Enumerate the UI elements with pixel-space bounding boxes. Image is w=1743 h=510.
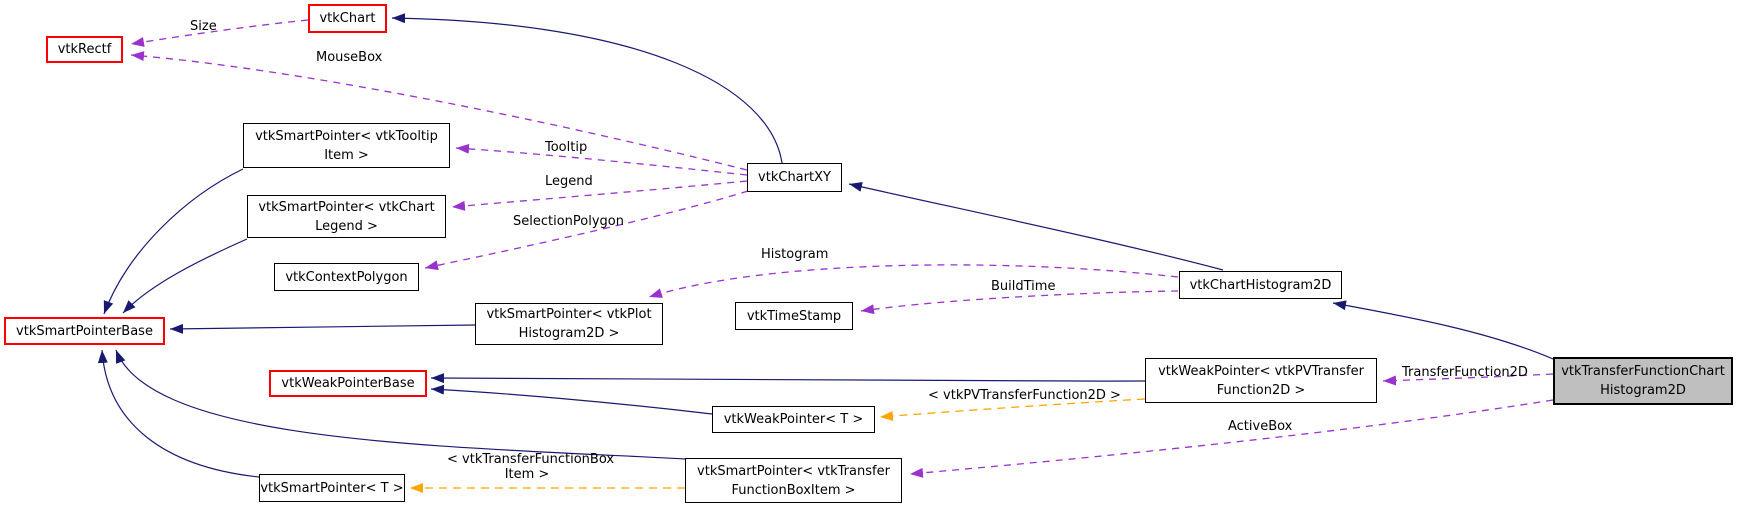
node-label: vtkWeakPointer< vtkPVTransfer <box>1158 363 1364 379</box>
edge-label-mousebox: MouseBox <box>316 50 383 65</box>
edge-vtkChartXY-to-vtkChart <box>391 13 783 164</box>
edge-size <box>130 19 309 47</box>
edge-label-line: Item > <box>504 467 550 482</box>
edge-vtkWeakPointerT-to-vtkWeakPointerBase <box>430 384 713 415</box>
node-label: vtkSmartPointer< T > <box>260 480 404 496</box>
edge-label-line: < vtkTransferFunctionBox <box>447 452 615 467</box>
node-vtkWeakPointer-vtkPVTransferFunction2D[interactable]: vtkWeakPointer< vtkPVTransfer Function2D… <box>1145 358 1377 403</box>
node-vtkWeakPointerBase[interactable]: vtkWeakPointerBase <box>269 370 427 397</box>
node-vtkRectf[interactable]: vtkRectf <box>46 36 123 63</box>
node-label: Function2D > <box>1216 382 1306 398</box>
node-label: Legend > <box>315 218 378 234</box>
edge-boxitem-to-vtkSmartPointerBase <box>115 349 686 460</box>
node-vtkChartHistogram2D[interactable]: vtkChartHistogram2D <box>1179 271 1342 299</box>
node-label: vtkContextPolygon <box>285 269 408 285</box>
edge-plothistogram-to-vtkSmartPointerBase <box>169 323 476 334</box>
edge-legend-to-vtkSmartPointerBase <box>122 238 248 314</box>
node-vtkSmartPointer-vtkTransferFunctionBoxItem[interactable]: vtkSmartPointer< vtkTransfer FunctionBox… <box>685 458 902 503</box>
node-vtkChart[interactable]: vtkChart <box>308 4 387 33</box>
node-label: vtkRectf <box>57 42 112 57</box>
edge-label-size: Size <box>190 19 217 34</box>
node-label: vtkSmartPointer< vtkTooltip <box>255 128 438 144</box>
node-vtkWeakPointer-T[interactable]: vtkWeakPointer< T > <box>712 406 875 433</box>
node-label: vtkSmartPointer< vtkChart <box>258 199 435 215</box>
node-label: Histogram2D <box>1600 383 1686 398</box>
node-label: Histogram2D > <box>518 326 620 341</box>
node-vtkSmartPointer-vtkChartLegend[interactable]: vtkSmartPointer< vtkChart Legend > <box>247 195 446 238</box>
node-vtkTimeStamp[interactable]: vtkTimeStamp <box>735 302 853 330</box>
edge-label-buildtime: BuildTime <box>991 279 1056 294</box>
edge-legend <box>451 180 748 211</box>
node-vtkContextPolygon[interactable]: vtkContextPolygon <box>274 263 419 291</box>
edge-vtkSmartPointerT-to-vtkSmartPointerBase <box>97 349 260 478</box>
edge-vtkChartHistogram2D-to-vtkChartXY <box>848 182 1224 271</box>
edge-label-activebox: ActiveBox <box>1228 419 1293 434</box>
edge-tooltip-to-vtkSmartPointerBase <box>103 168 244 315</box>
edge-tooltip <box>455 143 748 176</box>
node-label: vtkSmartPointer< vtkTransfer <box>697 463 890 479</box>
node-label: vtkTransferFunctionChart <box>1561 364 1725 379</box>
edge-label-pvtransferfunction2d: < vtkPVTransferFunction2D > <box>928 388 1121 403</box>
node-vtkSmartPointerBase[interactable]: vtkSmartPointerBase <box>4 317 165 345</box>
edge-label-legend: Legend <box>545 174 593 189</box>
node-vtkTransferFunctionChartHistogram2D: vtkTransferFunctionChart Histogram2D <box>1553 357 1733 405</box>
node-label: vtkSmartPointerBase <box>16 323 153 339</box>
node-label: vtkSmartPointer< vtkPlot <box>486 307 652 322</box>
node-vtkSmartPointer-vtkTooltipItem[interactable]: vtkSmartPointer< vtkTooltip Item > <box>243 123 450 168</box>
node-vtkSmartPointer-T[interactable]: vtkSmartPointer< T > <box>259 474 405 502</box>
node-label: vtkWeakPointer< T > <box>723 412 864 427</box>
edge-label-selectionpolygon: SelectionPolygon <box>513 214 624 229</box>
edge-buildtime <box>860 290 1179 315</box>
edge-mousebox <box>130 51 748 171</box>
node-vtkChartXY[interactable]: vtkChartXY <box>747 163 842 192</box>
edge-label-transferfunctionboxitem: < vtkTransferFunctionBox Item > <box>447 452 615 482</box>
node-label: vtkChart <box>319 11 376 26</box>
node-label: Item > <box>324 147 369 163</box>
edge-weakpv-to-vtkWeakPointerBase <box>430 373 1146 384</box>
node-label: vtkTimeStamp <box>746 308 842 324</box>
node-label: vtkChartHistogram2D <box>1189 277 1332 293</box>
edge-selectionpolygon <box>424 190 749 271</box>
edge-label-tooltip: Tooltip <box>545 140 588 155</box>
node-vtkSmartPointer-vtkPlotHistogram2D[interactable]: vtkSmartPointer< vtkPlot Histogram2D > <box>475 303 663 345</box>
edge-vtkTransferFunctionChartHistogram2D-to-vtkChartHistogram2D <box>1332 300 1554 360</box>
edge-label-histogram: Histogram <box>761 247 829 262</box>
node-label: FunctionBoxItem > <box>731 482 856 498</box>
edge-template-pvtransferfunction2d <box>879 398 1146 421</box>
node-label: vtkWeakPointerBase <box>281 376 415 391</box>
edge-label-transferfunction2d: TransferFunction2D <box>1402 365 1528 380</box>
node-label: vtkChartXY <box>758 170 831 185</box>
edge-activebox <box>909 399 1554 478</box>
edge-histogram <box>648 264 1179 298</box>
